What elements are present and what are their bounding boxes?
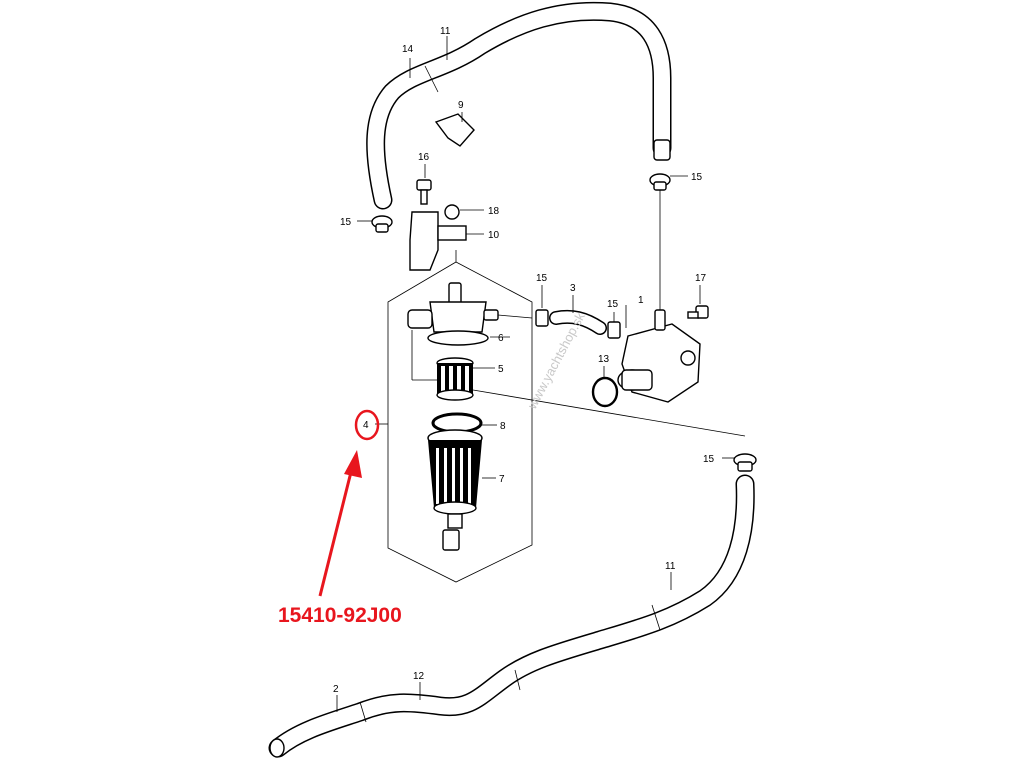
callout-4: 4: [363, 420, 369, 431]
part-highlight: 15410-92J00: [278, 409, 402, 627]
filter-cup: [427, 429, 496, 551]
callout-18: 18: [488, 206, 500, 217]
callout-15-lower: 15: [703, 454, 715, 465]
lower-fuel-hose: [268, 474, 755, 758]
callout-11-bottom: 11: [665, 561, 676, 572]
short-hose: [549, 295, 607, 335]
callout-2: 2: [333, 684, 339, 695]
hose-clip: [434, 112, 475, 147]
callout-5: 5: [498, 364, 504, 375]
filter-head: [407, 282, 533, 381]
hose-clamps: [371, 173, 757, 472]
callout-11-top: 11: [440, 26, 451, 37]
callout-17: 17: [695, 273, 707, 284]
highlight-circle: [354, 409, 380, 441]
upper-fuel-hose: [366, 1, 672, 210]
callout-3: 3: [570, 283, 576, 294]
o-ring: [431, 412, 497, 434]
highlight-arrow: [318, 467, 354, 597]
highlight-arrowhead: [344, 450, 362, 478]
callout-7: 7: [499, 474, 505, 485]
callout-15-top-right: 15: [691, 172, 703, 183]
bolt-16: [416, 164, 432, 205]
bracket: [409, 204, 484, 271]
callout-16: 16: [418, 152, 430, 163]
callout-13: 13: [598, 354, 610, 365]
fuel-pump: [617, 190, 701, 403]
callout-1: 1: [638, 295, 644, 306]
callout-6: 6: [498, 333, 504, 344]
filter-element: [436, 357, 746, 437]
callout-9: 9: [458, 100, 464, 111]
callout-15-mid: 15: [536, 273, 548, 284]
callout-15-left: 15: [340, 217, 352, 228]
bolt-17: [687, 285, 709, 319]
pump-o-ring: [591, 366, 619, 408]
leader-lines: [336, 36, 734, 712]
callout-8: 8: [500, 421, 506, 432]
callout-10: 10: [488, 230, 500, 241]
callout-14: 14: [402, 44, 414, 55]
part-number-label: 15410-92J00: [278, 604, 402, 627]
callout-12: 12: [413, 671, 425, 682]
callout-15-pump: 15: [607, 299, 619, 310]
filter-assembly-outline: [387, 250, 533, 583]
